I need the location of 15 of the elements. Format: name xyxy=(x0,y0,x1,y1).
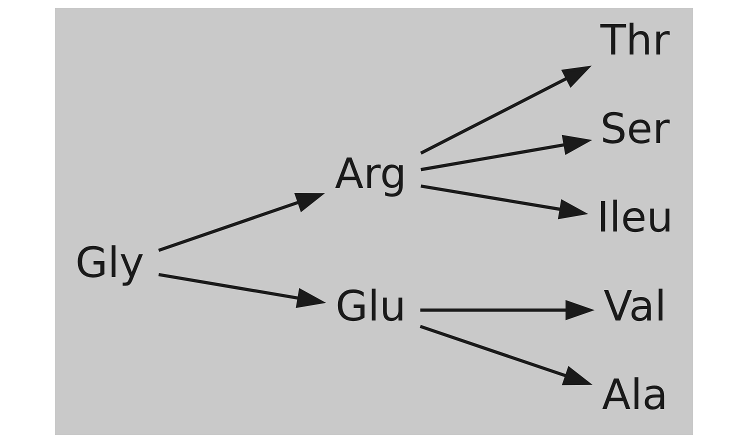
node-text: Ileu xyxy=(596,192,673,242)
node-text: Thr xyxy=(600,15,670,64)
arrow xyxy=(158,273,326,308)
arrow xyxy=(420,184,588,220)
node-text: Arg xyxy=(334,149,406,198)
node-text: Ala xyxy=(602,370,668,419)
arrow xyxy=(420,134,592,172)
node-text: Val xyxy=(603,281,666,330)
arrow xyxy=(420,300,594,320)
arrow xyxy=(158,192,325,252)
arrow xyxy=(419,324,592,386)
node-text: Glu xyxy=(334,281,406,330)
node-text: Ser xyxy=(600,104,670,154)
node-text: Gly xyxy=(74,238,144,287)
arrow xyxy=(420,66,592,155)
